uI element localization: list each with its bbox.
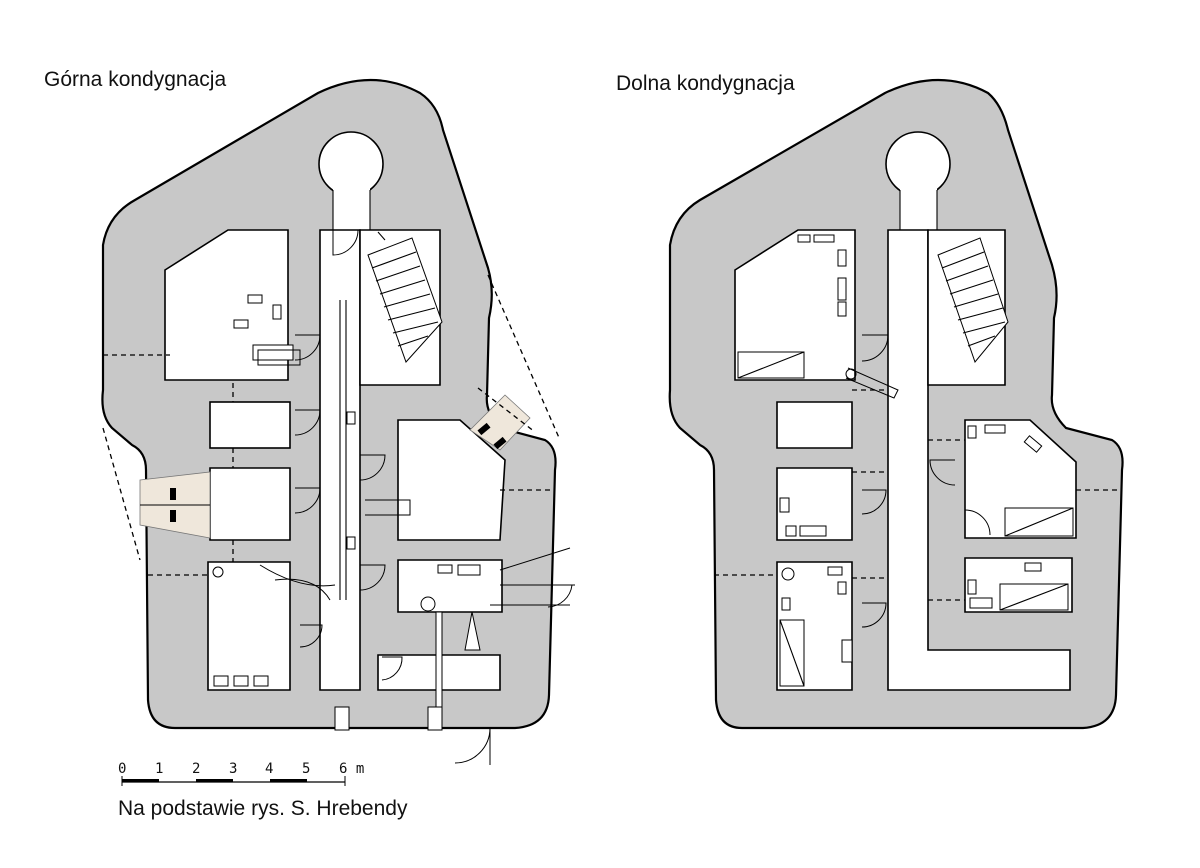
upper-gun-room bbox=[209, 467, 291, 541]
credit-caption: Na podstawie rys. S. Hrebendy bbox=[118, 797, 408, 820]
lower-floor-plan bbox=[668, 79, 1124, 730]
upper-floor-plan bbox=[101, 79, 575, 765]
scale-tick-3: 3 bbox=[229, 761, 237, 777]
scale-tick-6: 6 m bbox=[339, 761, 364, 777]
upper-room-bottom-left bbox=[207, 561, 291, 691]
upper-room-right bbox=[397, 419, 506, 541]
lower-room-top-left bbox=[734, 229, 856, 381]
scale-tick-0: 0 bbox=[118, 761, 126, 777]
scale-tick-4: 4 bbox=[265, 761, 273, 777]
lower-floor-title: Dolna kondygnacja bbox=[616, 72, 795, 95]
upper-room-left-1 bbox=[209, 401, 291, 449]
upper-staircase bbox=[367, 231, 443, 363]
scale-tick-2: 2 bbox=[192, 761, 200, 777]
upper-embrasure-right bbox=[469, 394, 531, 451]
scale-bar: 0 1 2 3 4 5 6 m bbox=[118, 761, 364, 786]
scale-tick-1: 1 bbox=[155, 761, 163, 777]
upper-floor-title: Górna kondygnacja bbox=[44, 68, 227, 91]
lower-staircase bbox=[937, 237, 1009, 364]
upper-room-top-left bbox=[164, 229, 289, 381]
lower-room-left-small bbox=[776, 401, 853, 449]
scale-tick-5: 5 bbox=[302, 761, 310, 777]
lower-room-left-mid bbox=[776, 467, 853, 541]
